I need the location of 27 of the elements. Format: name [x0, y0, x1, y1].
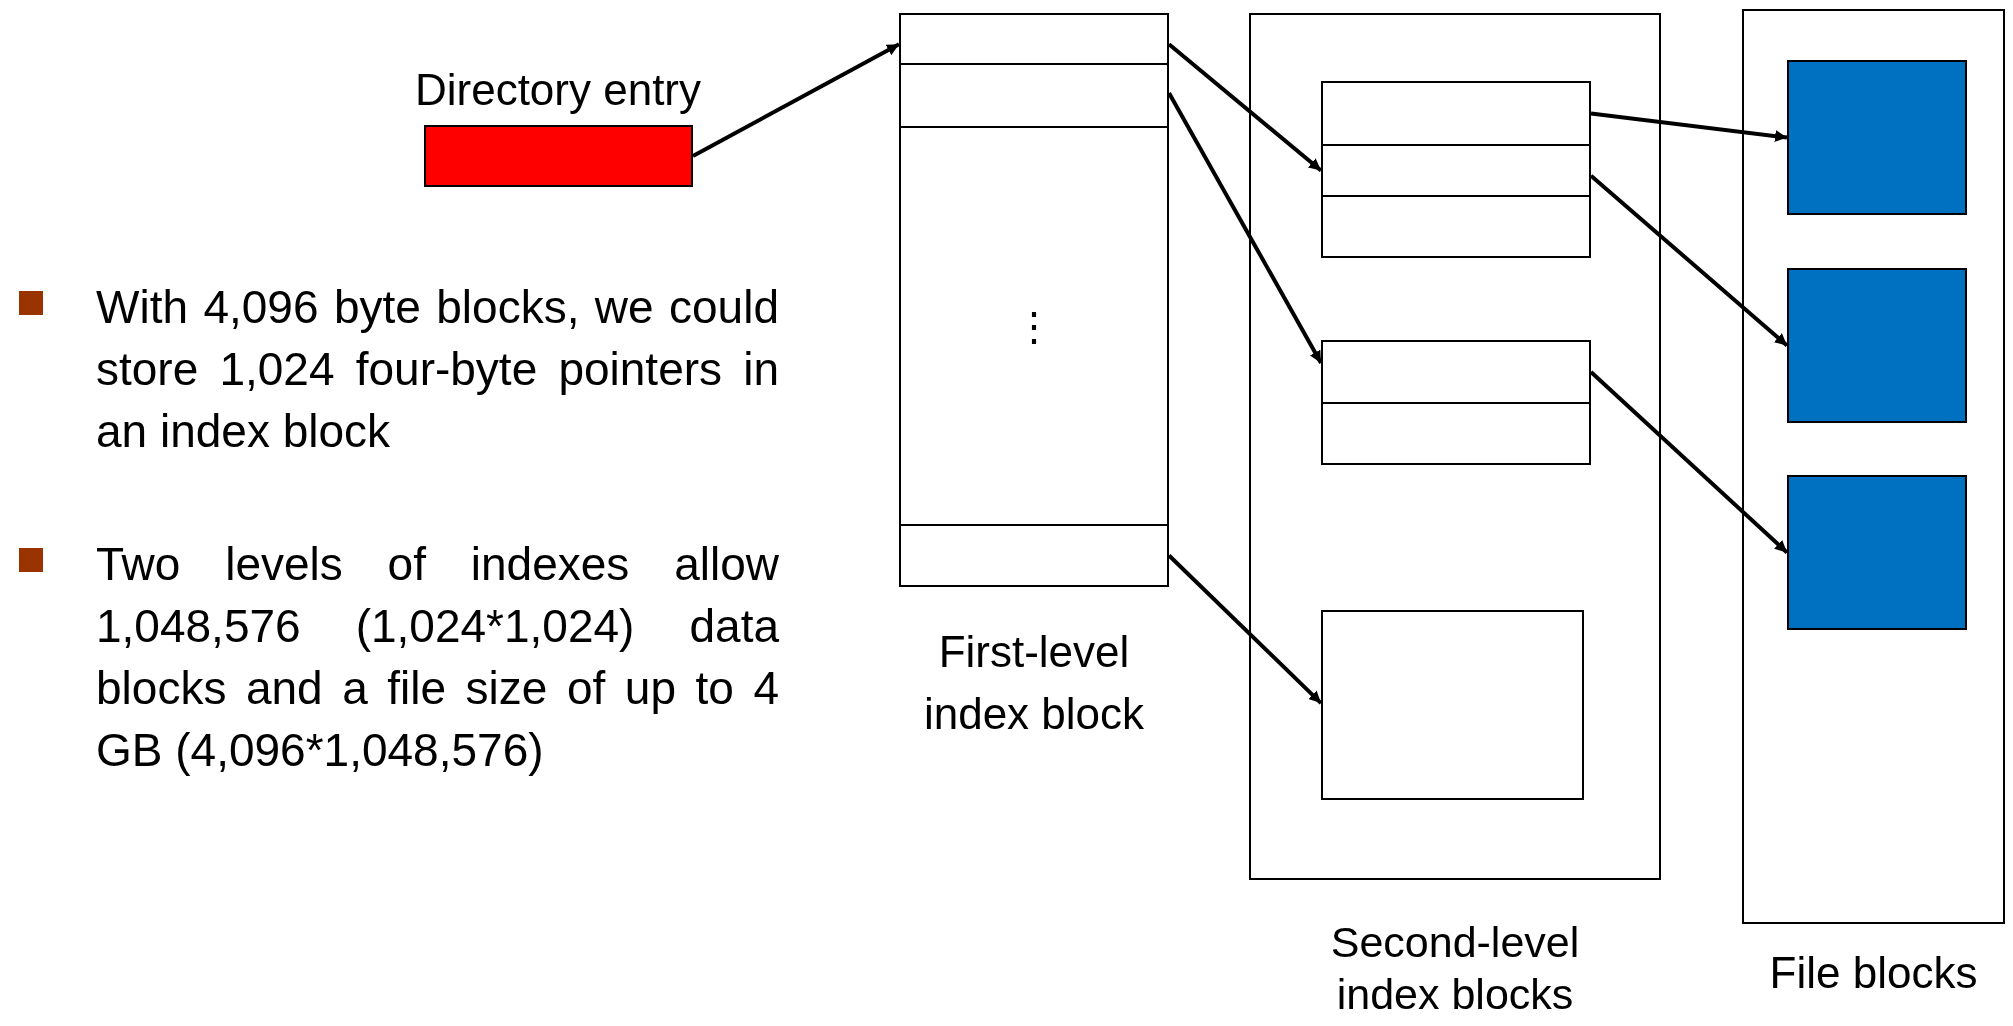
- block-caption: File blocks: [1769, 947, 1978, 999]
- bullet-text: With 4,096 byte blocks, we could store 1,024 four-byte pointers in an index block: [96, 280, 779, 459]
- index-row: [899, 126, 1169, 526]
- arrow: [1589, 174, 1789, 347]
- index-row: [899, 63, 1169, 128]
- index-row: [1321, 81, 1591, 146]
- arrow: [1589, 370, 1789, 554]
- index-row: [1321, 340, 1591, 404]
- index-row: [1321, 144, 1591, 197]
- index-block: [1321, 610, 1584, 800]
- index-row: [899, 524, 1169, 587]
- bullet-text: Two levels of indexes allow 1,048,576 (1,024*1,024) data blocks and a file size of up to 4 GB (4,096*1,048,576): [96, 537, 779, 778]
- file-block: [1787, 268, 1967, 423]
- index-row: [1321, 402, 1591, 465]
- arrow: [1167, 42, 1323, 173]
- arrow: [1590, 111, 1788, 142]
- index-row: [899, 13, 1169, 65]
- file-block: [1787, 60, 1967, 215]
- block-caption: Second-level index blocks: [1329, 917, 1581, 1020]
- arrow: [1167, 554, 1323, 705]
- block-caption: Directory entry: [414, 64, 702, 116]
- index-row: [1321, 195, 1591, 258]
- arrow: [1167, 91, 1323, 365]
- arrow: [692, 42, 900, 158]
- vertical-ellipsis: ⋮: [1014, 306, 1054, 346]
- block-caption: First-level index block: [922, 626, 1146, 740]
- file-block: [1787, 475, 1967, 630]
